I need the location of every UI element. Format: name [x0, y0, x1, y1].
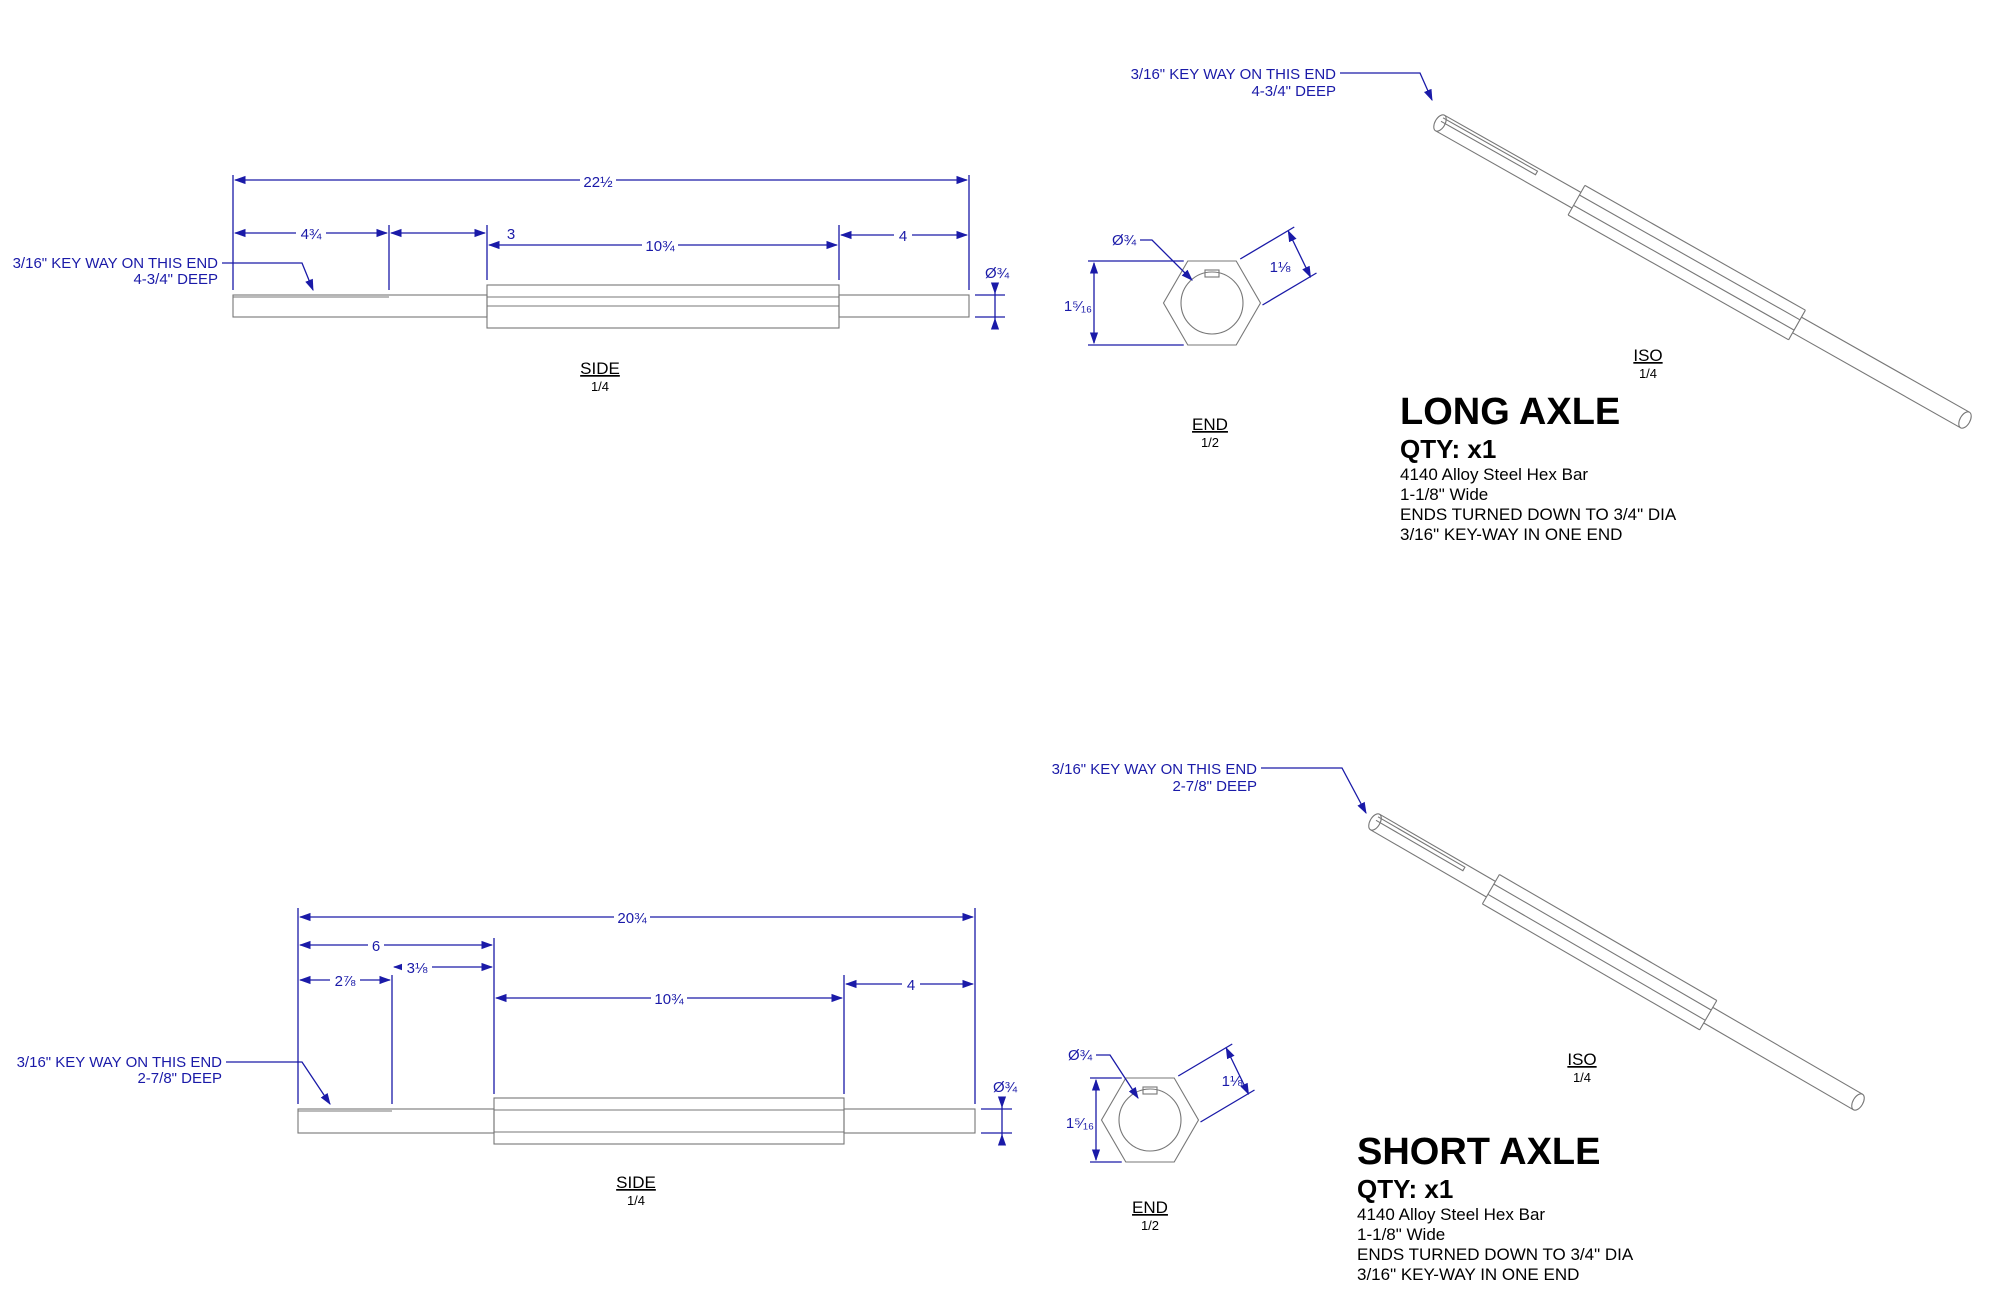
short-iso-keyway [1375, 816, 1466, 872]
short-axle-note-3: ENDS TURNED DOWN TO 3/4" DIA [1357, 1245, 1634, 1264]
long-iso-keyway-note-line1: 3/16" KEY WAY ON THIS END [1131, 66, 1337, 83]
short-side-keyway-note-line1: 3/16" KEY WAY ON THIS END [17, 1054, 223, 1071]
long-end-height-dimension: 1⁵⁄₁₆ [1064, 298, 1092, 315]
short-iso-keyway-note-line1: 3/16" KEY WAY ON THIS END [1052, 761, 1258, 778]
long-iso-keyway-leader [1340, 72, 1433, 102]
long-iso-view-label: ISO [1633, 346, 1662, 365]
short-axle-note-1: 4140 Alloy Steel Hex Bar [1357, 1205, 1545, 1224]
long-axle-side-profile [232, 284, 970, 329]
short-side-keyway-note-line2: 2-7/8" DEEP [137, 1070, 222, 1087]
long-end-turned-diameter [1180, 271, 1244, 335]
short-iso-keyway-leader [1261, 767, 1367, 815]
short-side-view-scale: 1/4 [627, 1193, 645, 1208]
short-end-width-dimension: 1⅛ [1222, 1073, 1243, 1090]
long-axle-qty: QTY: x1 [1400, 434, 1496, 464]
long-axle-note-2: 1-1/8" Wide [1400, 485, 1488, 504]
long-end-view-label: END [1192, 415, 1228, 434]
short-side-keyway-leader [226, 1061, 331, 1105]
long-axle-side-view: 22½ 4¾ 3 10¾ 4 Ø¾ 3/16" KEY WAY ON THIS … [13, 171, 1010, 394]
short-iso-view-scale: 1/4 [1573, 1070, 1591, 1085]
long-iso-view-scale: 1/4 [1639, 366, 1657, 381]
long-dim-c: 10¾ [645, 238, 675, 255]
long-side-view-scale: 1/4 [591, 379, 609, 394]
short-dim-d: 4 [907, 977, 915, 994]
long-side-keyway-leader [222, 262, 314, 292]
short-end-keyway [1142, 1086, 1158, 1095]
short-dim-diameter: Ø¾ [993, 1079, 1018, 1096]
long-axle-note-1: 4140 Alloy Steel Hex Bar [1400, 465, 1588, 484]
long-end-width-dimension: 1⅛ [1270, 259, 1291, 276]
short-axle-title: SHORT AXLE [1357, 1131, 1601, 1173]
short-axle-note-4: 3/16" KEY-WAY IN ONE END [1357, 1265, 1579, 1284]
short-dim-c: 10¾ [654, 991, 684, 1008]
short-end-turned-diameter [1118, 1088, 1182, 1152]
short-axle-note-2: 1-1/8" Wide [1357, 1225, 1445, 1244]
short-axle-qty: QTY: x1 [1357, 1174, 1453, 1204]
short-axle-side-profile [297, 1097, 976, 1145]
long-side-view-label: SIDE [580, 359, 620, 378]
long-side-keyway-note-line1: 3/16" KEY WAY ON THIS END [13, 255, 219, 272]
long-dim-d: 4 [899, 228, 907, 245]
long-iso-keyway [1440, 117, 1539, 176]
short-end-view-scale: 1/2 [1141, 1218, 1159, 1233]
long-axle-title: LONG AXLE [1400, 391, 1620, 433]
long-dim-diameter: Ø¾ [985, 265, 1010, 282]
short-end-diameter-dimension: Ø¾ [1068, 1047, 1093, 1064]
long-axle-extension-lines [232, 175, 1005, 318]
short-axle-side-view: 20¾ 6 2⅞ 3⅛ 10¾ 4Ø¾ 3/16" KEY WAY ON THIS END2… [17, 908, 1018, 1208]
long-overall-dimension: 22½ [583, 174, 613, 191]
short-dim-six: 6 [372, 938, 380, 955]
long-axle-drawing: 22½ 4¾ 3 10¾ 4 Ø¾ 3/16" KEY WAY ON THIS … [13, 171, 1317, 450]
short-iso-view-label: ISO [1567, 1050, 1596, 1069]
short-dim-b: 3⅛ [407, 960, 428, 977]
long-dim-a: 4¾ [301, 226, 322, 243]
short-iso-keyway-note-line2: 2-7/8" DEEP [1172, 778, 1257, 795]
short-iso-shaft [1368, 813, 1865, 1111]
long-axle-note-3: ENDS TURNED DOWN TO 3/4" DIA [1400, 505, 1677, 524]
short-end-view-label: END [1132, 1198, 1168, 1217]
long-iso-keyway-note-line2: 4-3/4" DEEP [1251, 83, 1336, 100]
long-iso-shaft [1433, 114, 1972, 429]
short-end-height-dimension: 1⁵⁄₁₆ [1066, 1115, 1094, 1132]
long-end-hex-profile [1162, 260, 1262, 346]
short-dim-a: 2⅞ [335, 973, 356, 990]
long-side-keyway-note-line2: 4-3/4" DEEP [133, 271, 218, 288]
short-end-hex-profile [1100, 1077, 1200, 1163]
long-axle-note-4: 3/16" KEY-WAY IN ONE END [1400, 525, 1622, 544]
short-axle-extension-lines [297, 908, 1012, 1134]
short-side-view-label: SIDE [616, 1173, 656, 1192]
long-end-diameter-dimension: Ø¾ [1112, 232, 1137, 249]
long-end-view-scale: 1/2 [1201, 435, 1219, 450]
short-overall-dimension: 20¾ [617, 910, 647, 927]
long-end-keyway [1204, 269, 1220, 278]
long-dim-b: 3 [507, 226, 515, 243]
